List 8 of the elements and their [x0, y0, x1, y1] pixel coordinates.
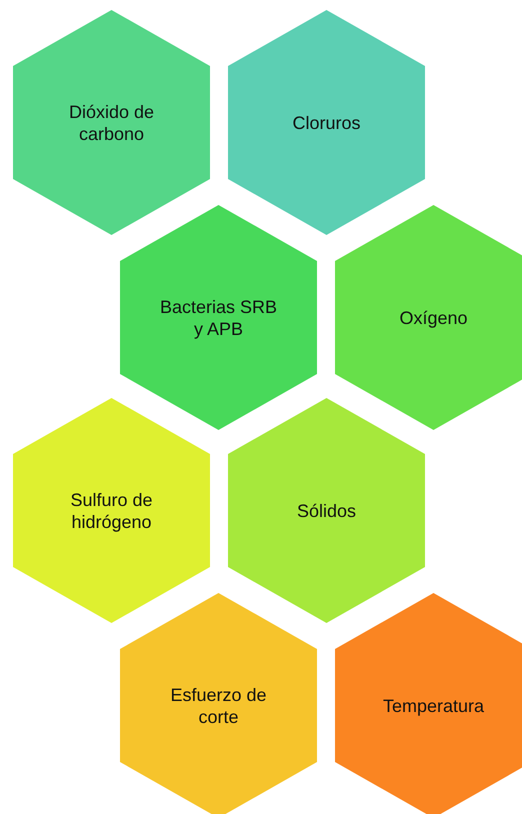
hexagon-label: Dióxido de carbono [68, 100, 156, 144]
hexagon-label: Bacterias SRB y APB [158, 296, 278, 340]
hexagon-label: Sólidos [296, 500, 358, 522]
hexagon-label: Temperatura [382, 694, 486, 716]
hexagon-label: Esfuerzo de corte [169, 684, 268, 728]
hexagon-label: Sulfuro de hidrógeno [69, 488, 154, 532]
hexagon-label: Oxígeno [398, 306, 469, 328]
hexagon-label: Cloruros [291, 112, 362, 134]
